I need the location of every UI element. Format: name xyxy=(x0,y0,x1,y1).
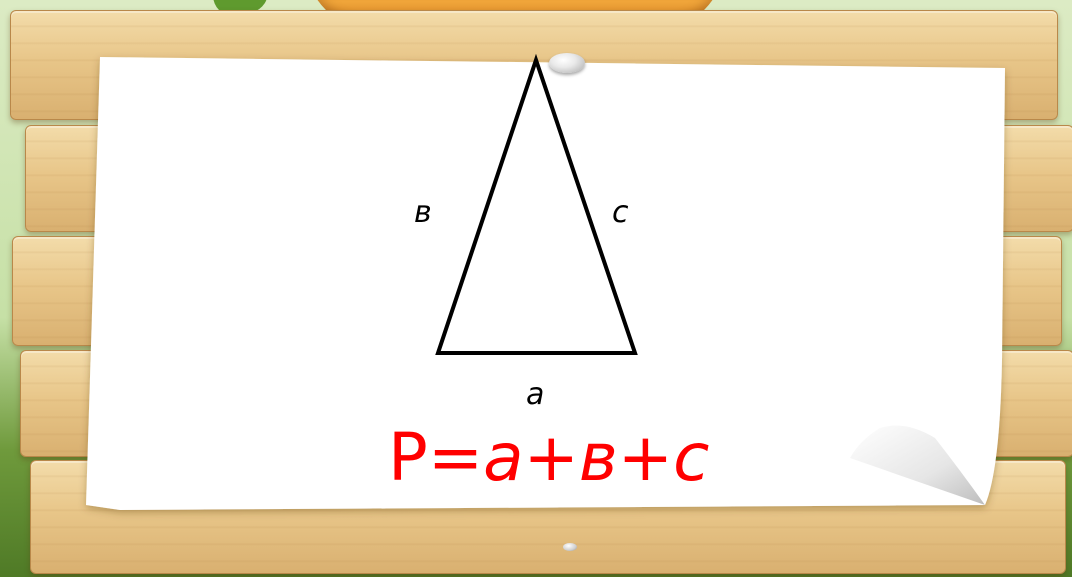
formula-equals: = xyxy=(427,419,484,496)
side-label-bottom: a xyxy=(526,377,545,412)
paper-curl xyxy=(850,425,985,505)
side-label-left: в xyxy=(414,195,432,230)
formula-side-a: a xyxy=(483,419,524,496)
perimeter-formula: Р=a+в+с xyxy=(388,425,709,491)
nail-icon xyxy=(563,543,577,551)
formula-plus-1: + xyxy=(523,419,579,496)
side-label-right: с xyxy=(612,195,629,230)
formula-perimeter-symbol: Р xyxy=(388,419,428,496)
formula-side-c: с xyxy=(673,419,710,496)
pushpin-icon xyxy=(549,53,585,73)
formula-plus-2: + xyxy=(617,419,674,496)
formula-side-b: в xyxy=(578,419,618,496)
